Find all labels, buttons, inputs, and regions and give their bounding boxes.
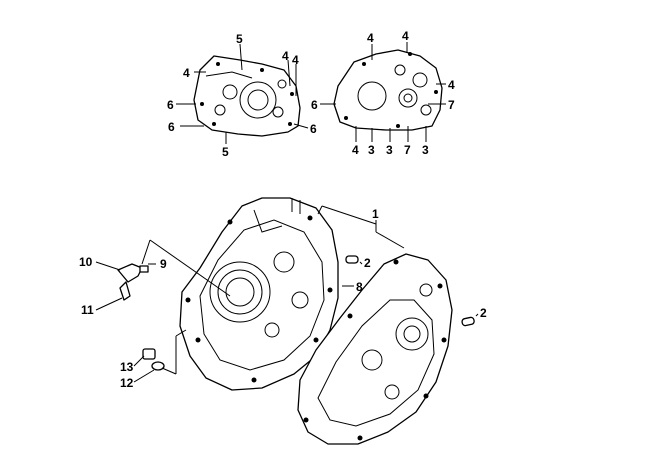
callout-4-right-bottom: 4 [352,143,359,157]
callout-6-right: 6 [311,98,318,112]
callout-4-right-side: 4 [448,78,455,92]
callout-6-left-lower: 6 [168,120,175,134]
callout-6-left-upper: 6 [167,98,174,112]
callout-10: 10 [79,255,93,269]
dowel-pin-right [461,316,475,327]
callout-4-top-mid-b: 4 [292,53,299,67]
crankcase-right-half [297,253,453,445]
leader-lines [95,42,479,383]
crankcase-right-half-top-view [333,49,443,131]
callout-9: 9 [160,257,167,271]
callout-2-center: 2 [364,256,371,270]
callout-1: 1 [372,207,379,221]
callout-3-a: 3 [368,143,375,157]
callout-5-bottom: 5 [222,145,229,159]
callout-8: 8 [356,280,363,294]
callout-4-right-top-a: 4 [367,31,374,45]
callout-2-right: 2 [480,306,487,320]
callout-5-top: 5 [236,32,243,46]
breather-fitting [117,263,149,301]
callout-labels: 5 4 4 4 6 6 6 5 4 4 4 6 7 4 3 3 7 3 1 2 … [79,29,487,390]
callout-13: 13 [120,360,134,374]
crankcase-left-half-top-view [193,55,301,137]
callout-3-b: 3 [386,143,393,157]
callout-4-top-left: 4 [183,66,190,80]
callout-11: 11 [81,303,94,317]
callout-6-mid: 6 [310,122,317,136]
callout-7-right-side: 7 [448,98,455,112]
callout-4-top-mid-a: 4 [282,49,289,63]
dowel-pin-center [345,255,359,264]
callout-3-c: 3 [422,143,429,157]
callout-7-bottom: 7 [404,143,411,157]
crankcase-left-half [179,197,339,391]
callout-4-right-top-b: 4 [402,29,409,43]
callout-12: 12 [120,376,134,390]
drain-plug [142,348,165,371]
